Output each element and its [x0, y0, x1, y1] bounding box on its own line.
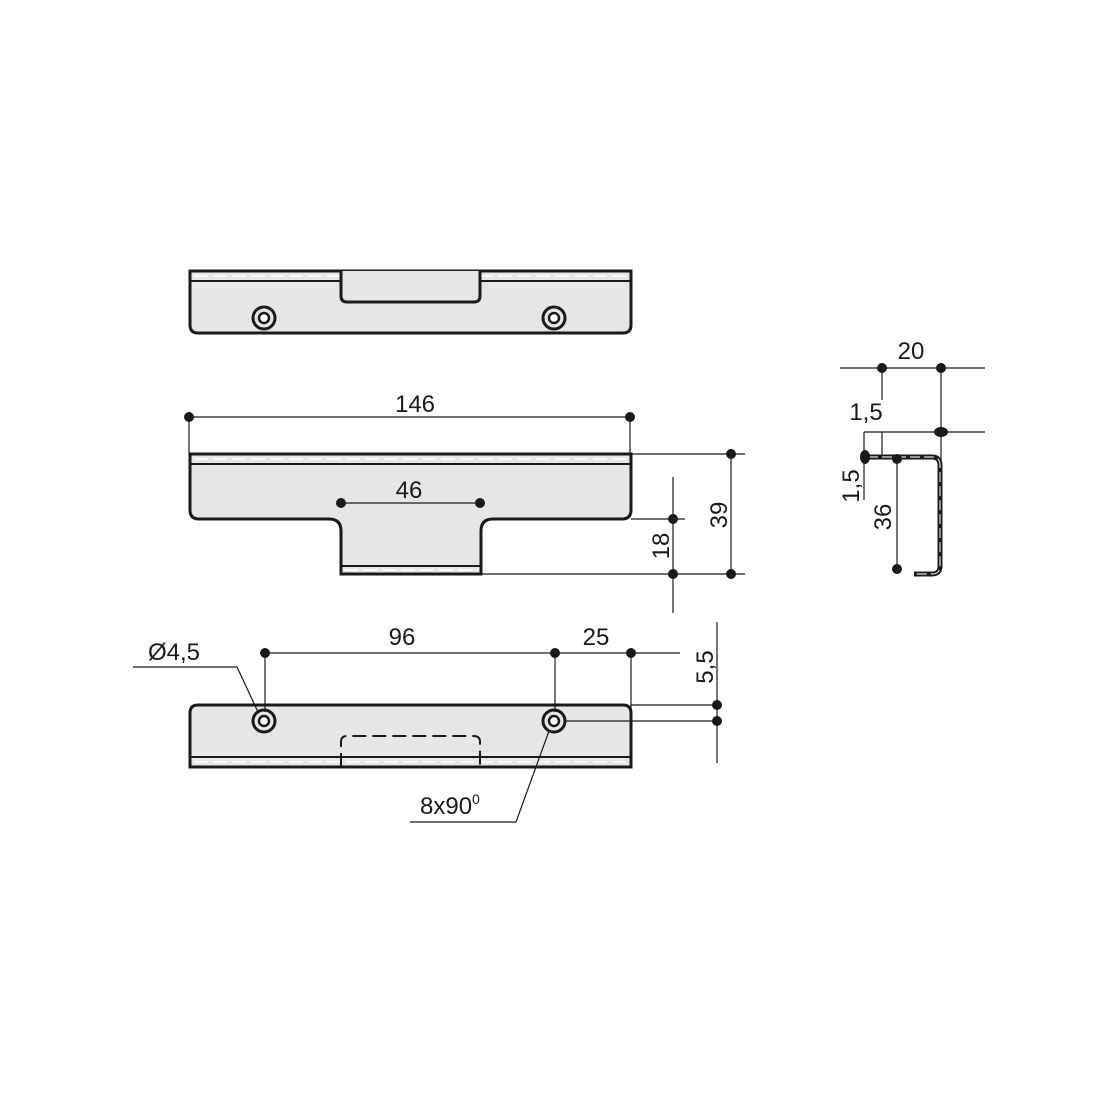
hole-icon [541, 305, 567, 331]
dim-hole-edge-offset: 25 [583, 624, 610, 651]
side-profile: 20 1,5 1,5 36 [838, 338, 985, 577]
dim-tab-width: 46 [396, 477, 423, 504]
dim-hole-height-offset: 5,5 [692, 650, 719, 683]
dim-total-depth: 39 [706, 502, 733, 529]
hole-icon [251, 305, 277, 331]
dim-hole-spacing: 96 [389, 624, 416, 651]
countersunk-hole-icon [251, 708, 277, 734]
dim-profile-width: 20 [898, 338, 925, 365]
dim-thickness-top: 1,5 [849, 399, 882, 426]
plan-view: 146 46 18 39 [184, 391, 745, 613]
dim-thickness-side: 1,5 [838, 469, 865, 502]
front-view: 96 25 5,5 Ø4,5 8x900 [133, 622, 722, 823]
dim-tab-depth: 18 [648, 533, 675, 560]
top-view [188, 269, 633, 335]
dim-hole-diameter: Ø4,5 [148, 639, 200, 666]
dim-profile-height: 36 [870, 504, 897, 531]
dim-countersink: 8x900 [420, 791, 480, 820]
dim-overall-length: 146 [395, 391, 435, 418]
